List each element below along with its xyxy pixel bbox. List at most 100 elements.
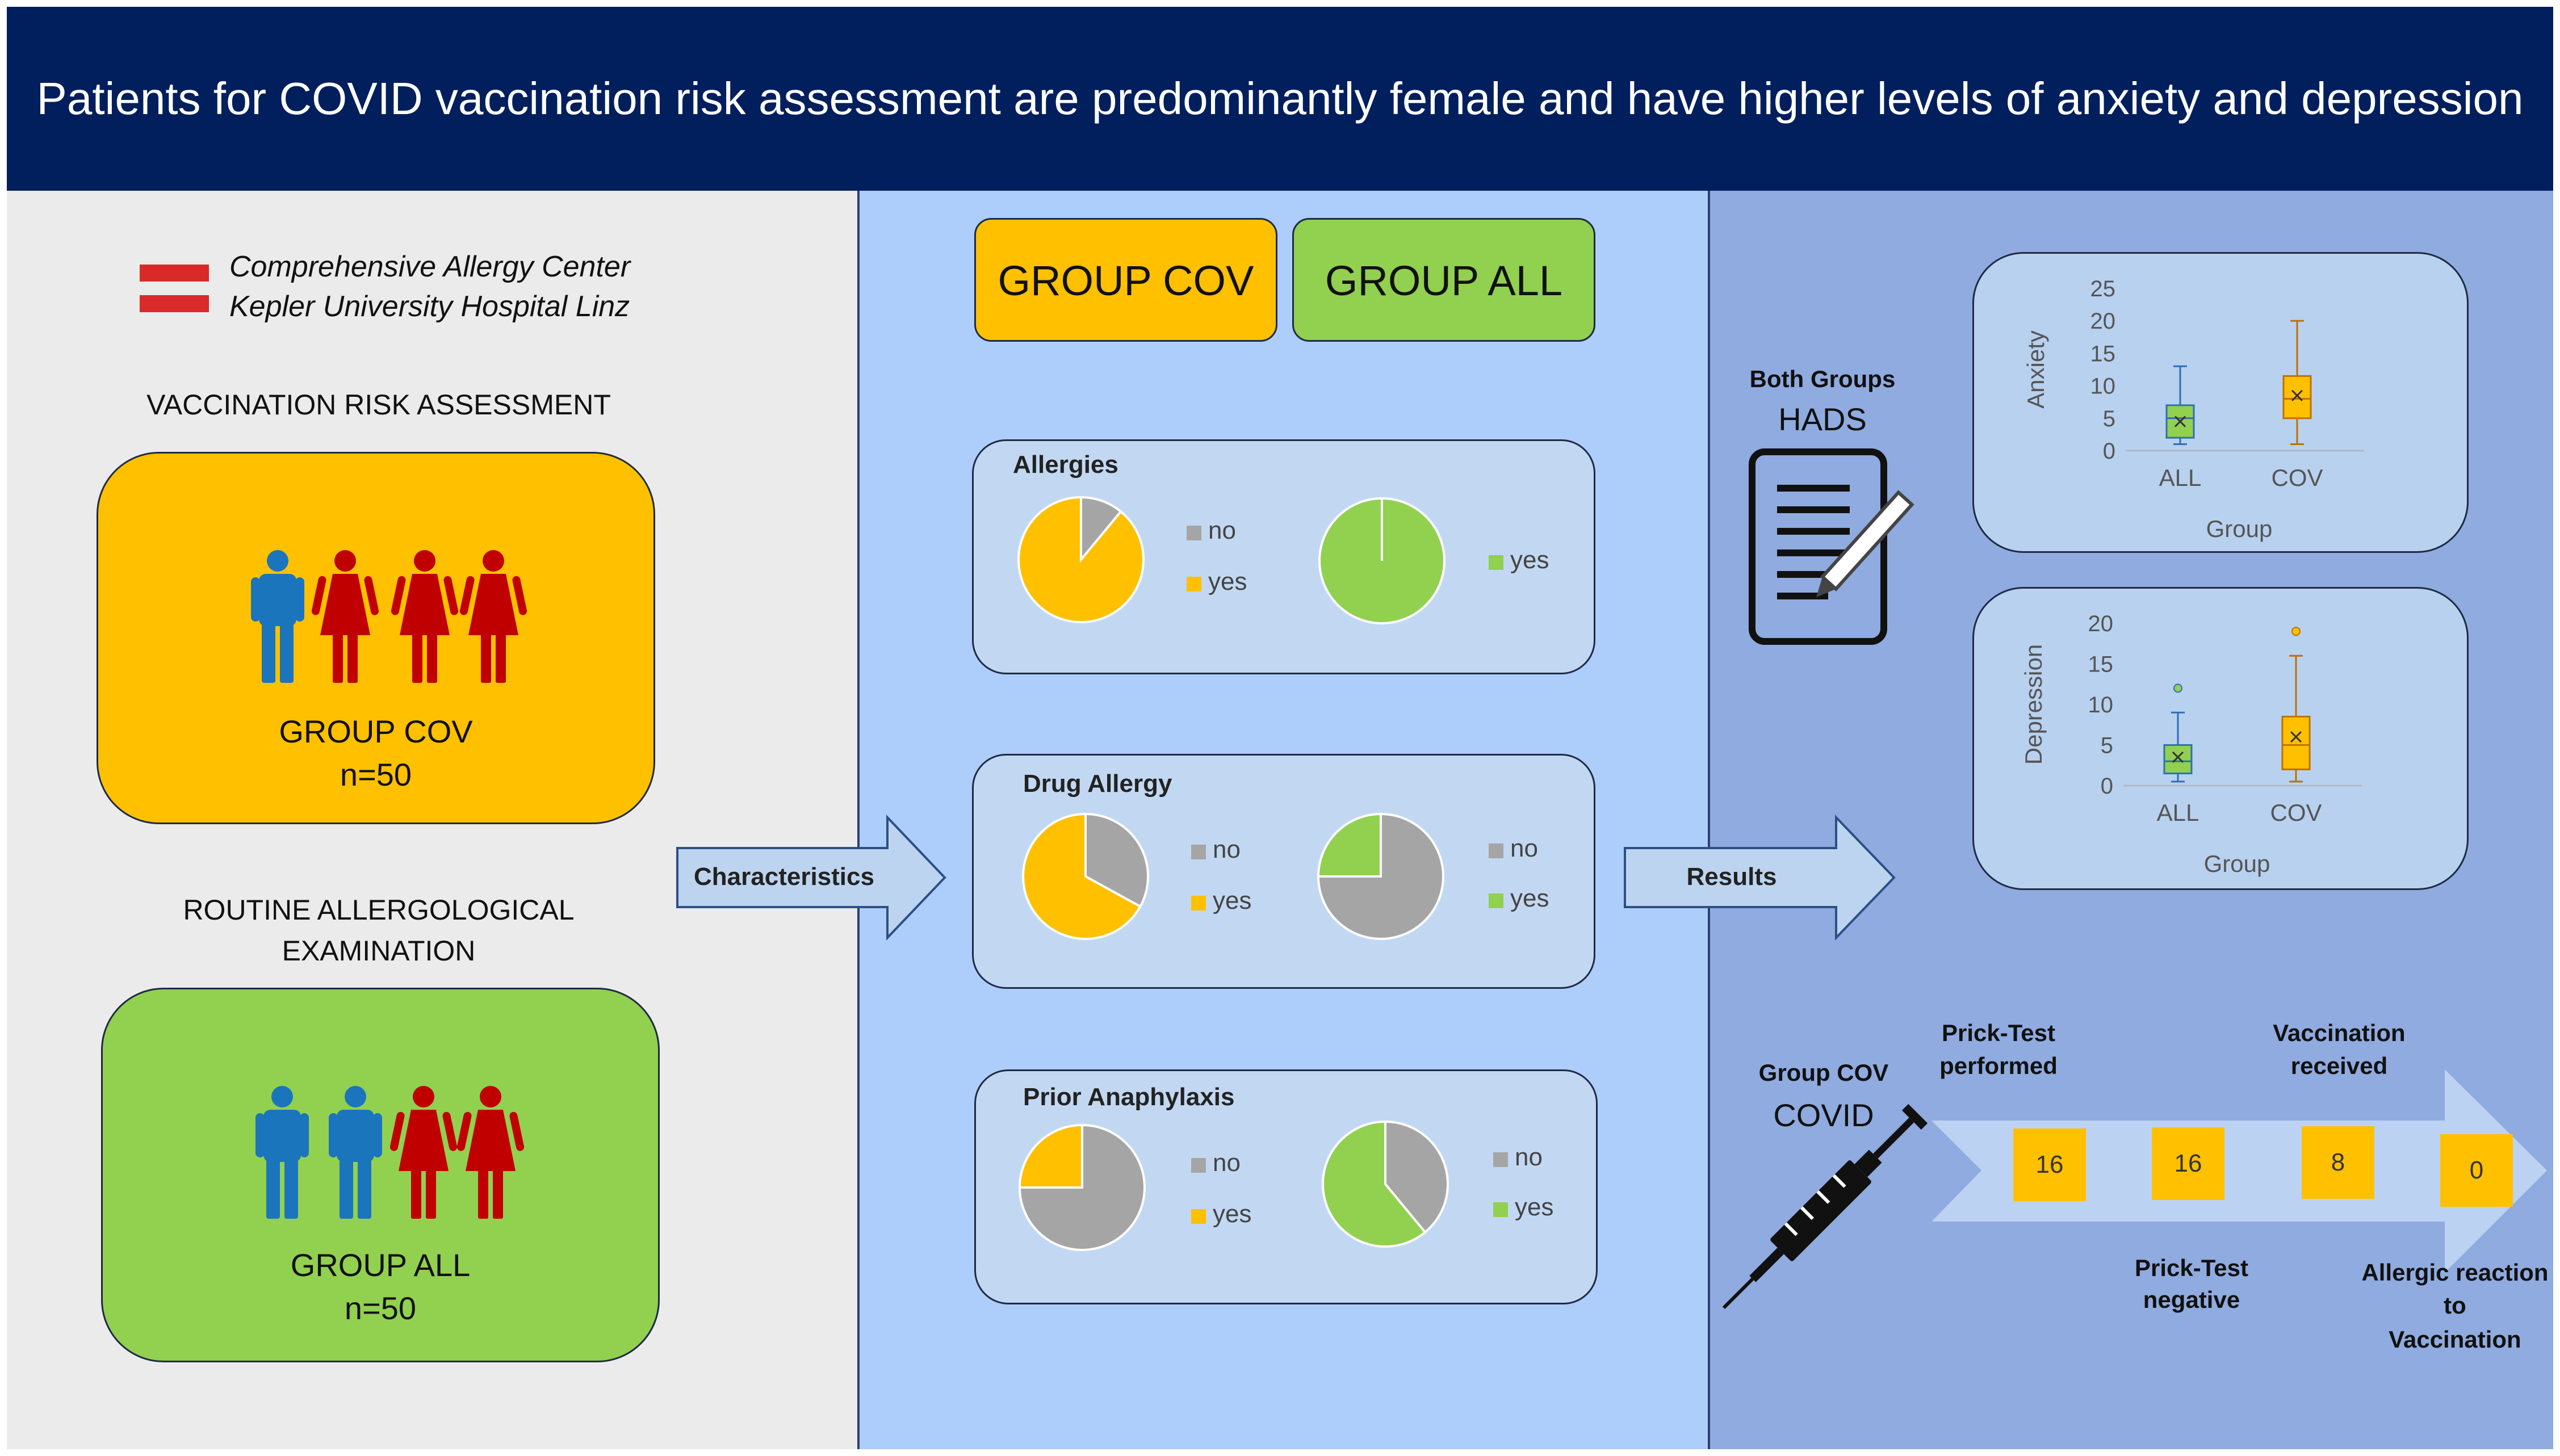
pie-slice-yes bbox=[1018, 1123, 1083, 1189]
x-axis-label: Group bbox=[2204, 850, 2270, 877]
pie-slice-yes bbox=[1022, 812, 1142, 940]
y-tick-label: 10 bbox=[2088, 693, 2114, 717]
group-all-box bbox=[101, 988, 660, 1362]
legend-yes: yes bbox=[1510, 884, 1549, 912]
legend-yes: yes bbox=[1510, 546, 1549, 574]
legend-no: no bbox=[1510, 834, 1538, 862]
box-mean-marker bbox=[2174, 416, 2186, 427]
step-vaccination-label: received bbox=[2290, 1052, 2388, 1079]
group-cov-n: n=50 bbox=[340, 757, 412, 792]
pie-slice-yes bbox=[1322, 1120, 1427, 1248]
characteristics-arrow bbox=[676, 815, 946, 941]
drug-allergy-title: Drug Allergy bbox=[1023, 770, 1172, 798]
characteristics-label: Characteristics bbox=[694, 863, 874, 891]
group-all-label: GROUP ALL bbox=[290, 1247, 471, 1283]
group-cov-box bbox=[97, 452, 655, 824]
tag-group-cov-label: GROUP COV bbox=[998, 257, 1254, 304]
title-banner bbox=[7, 7, 2553, 191]
results-label: Results bbox=[1686, 863, 1777, 891]
pie-slice-no bbox=[1384, 1120, 1449, 1234]
y-tick-label: 20 bbox=[2088, 611, 2114, 636]
step-prick-negative-value: 16 bbox=[2152, 1127, 2224, 1200]
box-iqr bbox=[2163, 744, 2193, 775]
pie-slice-yes bbox=[1017, 496, 1145, 623]
legend-yes-swatch bbox=[1489, 555, 1503, 570]
legend-no-swatch bbox=[1191, 1158, 1206, 1173]
legend-yes-swatch bbox=[1191, 896, 1206, 910]
y-tick-label: 5 bbox=[2101, 733, 2113, 758]
legend-no: no bbox=[1213, 1149, 1241, 1177]
step-reaction-value: 0 bbox=[2440, 1134, 2513, 1207]
institution-line2: Kepler University Hospital Linz bbox=[229, 290, 630, 323]
step-vaccination-value: 8 bbox=[2302, 1126, 2374, 1199]
legend-no: no bbox=[1208, 517, 1236, 544]
legend-no-swatch bbox=[1191, 845, 1206, 859]
covid-group-line2: COVID bbox=[1773, 1097, 1874, 1133]
x-axis-label: Group bbox=[2206, 515, 2273, 542]
covid-group-line1: Group COV bbox=[1758, 1059, 1889, 1086]
step-prick-performed-label: performed bbox=[1939, 1052, 2058, 1079]
step-reaction-label: Allergic reaction bbox=[2361, 1259, 2549, 1286]
y-tick-label: 10 bbox=[2090, 374, 2116, 399]
legend-no: no bbox=[1213, 836, 1241, 863]
results-arrow bbox=[1624, 815, 1896, 941]
legend-no-swatch bbox=[1493, 1152, 1508, 1167]
box-mean-marker bbox=[2291, 389, 2303, 401]
group-cov-label: GROUP COV bbox=[279, 714, 473, 749]
legend-yes-swatch bbox=[1191, 1209, 1206, 1224]
x-tick-label: COV bbox=[2270, 799, 2322, 826]
box-iqr bbox=[2281, 715, 2311, 770]
step-prick-performed-label: Prick-Test bbox=[1942, 1019, 2055, 1046]
legend-yes: yes bbox=[1213, 1200, 1252, 1228]
institution-line1: Comprehensive Allergy Center bbox=[229, 250, 631, 283]
box-mean-marker bbox=[2290, 731, 2302, 743]
legend-no: no bbox=[1515, 1143, 1543, 1171]
legend-no-swatch bbox=[1187, 526, 1201, 540]
y-tick-label: 15 bbox=[2088, 652, 2114, 677]
legend-yes: yes bbox=[1515, 1193, 1554, 1221]
x-tick-label: ALL bbox=[2159, 464, 2202, 491]
y-axis-label: Depression bbox=[2020, 644, 2047, 765]
x-tick-label: ALL bbox=[2157, 799, 2199, 826]
step-vaccination-label: Vaccination bbox=[2273, 1019, 2406, 1046]
hads-line2: HADS bbox=[1778, 401, 1867, 437]
y-tick-label: 0 bbox=[2103, 439, 2115, 464]
routine-heading-line1: ROUTINE ALLERGOLOGICAL bbox=[183, 894, 575, 926]
pie-slice-no bbox=[1084, 812, 1149, 908]
step-prick-negative-label: negative bbox=[2143, 1286, 2240, 1313]
step-reaction-label: Vaccination bbox=[2389, 1326, 2521, 1353]
legend-yes: yes bbox=[1208, 568, 1247, 595]
tag-group-all bbox=[1292, 218, 1595, 342]
step-reaction-label: to bbox=[2444, 1292, 2466, 1319]
y-tick-label: 0 bbox=[2101, 774, 2113, 799]
y-tick-label: 25 bbox=[2090, 276, 2116, 301]
hads-line1: Both Groups bbox=[1749, 366, 1896, 392]
page-title: Patients for COVID vaccination risk asse… bbox=[36, 73, 2524, 124]
box-outlier bbox=[2173, 683, 2182, 693]
box-mean-marker bbox=[2172, 751, 2184, 763]
step-prick-negative-label: Prick-Test bbox=[2135, 1254, 2248, 1281]
x-tick-label: COV bbox=[2271, 464, 2323, 491]
y-tick-label: 15 bbox=[2090, 341, 2116, 366]
routine-heading-line2: EXAMINATION bbox=[282, 935, 476, 967]
box-iqr bbox=[2282, 375, 2312, 419]
allergies-title: Allergies bbox=[1013, 451, 1118, 479]
legend-yes-swatch bbox=[1489, 893, 1503, 908]
legend-yes-swatch bbox=[1493, 1202, 1508, 1217]
depression-chart-box bbox=[1972, 587, 2469, 890]
tag-group-cov bbox=[974, 218, 1277, 342]
y-tick-label: 20 bbox=[2090, 309, 2116, 334]
group-all-n: n=50 bbox=[344, 1290, 417, 1326]
legend-no-swatch bbox=[1489, 844, 1503, 858]
legend-yes-swatch bbox=[1187, 577, 1201, 591]
anxiety-chart-box bbox=[1972, 252, 2469, 553]
box-outlier bbox=[2291, 627, 2301, 636]
prior-anaphylaxis-title: Prior Anaphylaxis bbox=[1023, 1083, 1235, 1111]
